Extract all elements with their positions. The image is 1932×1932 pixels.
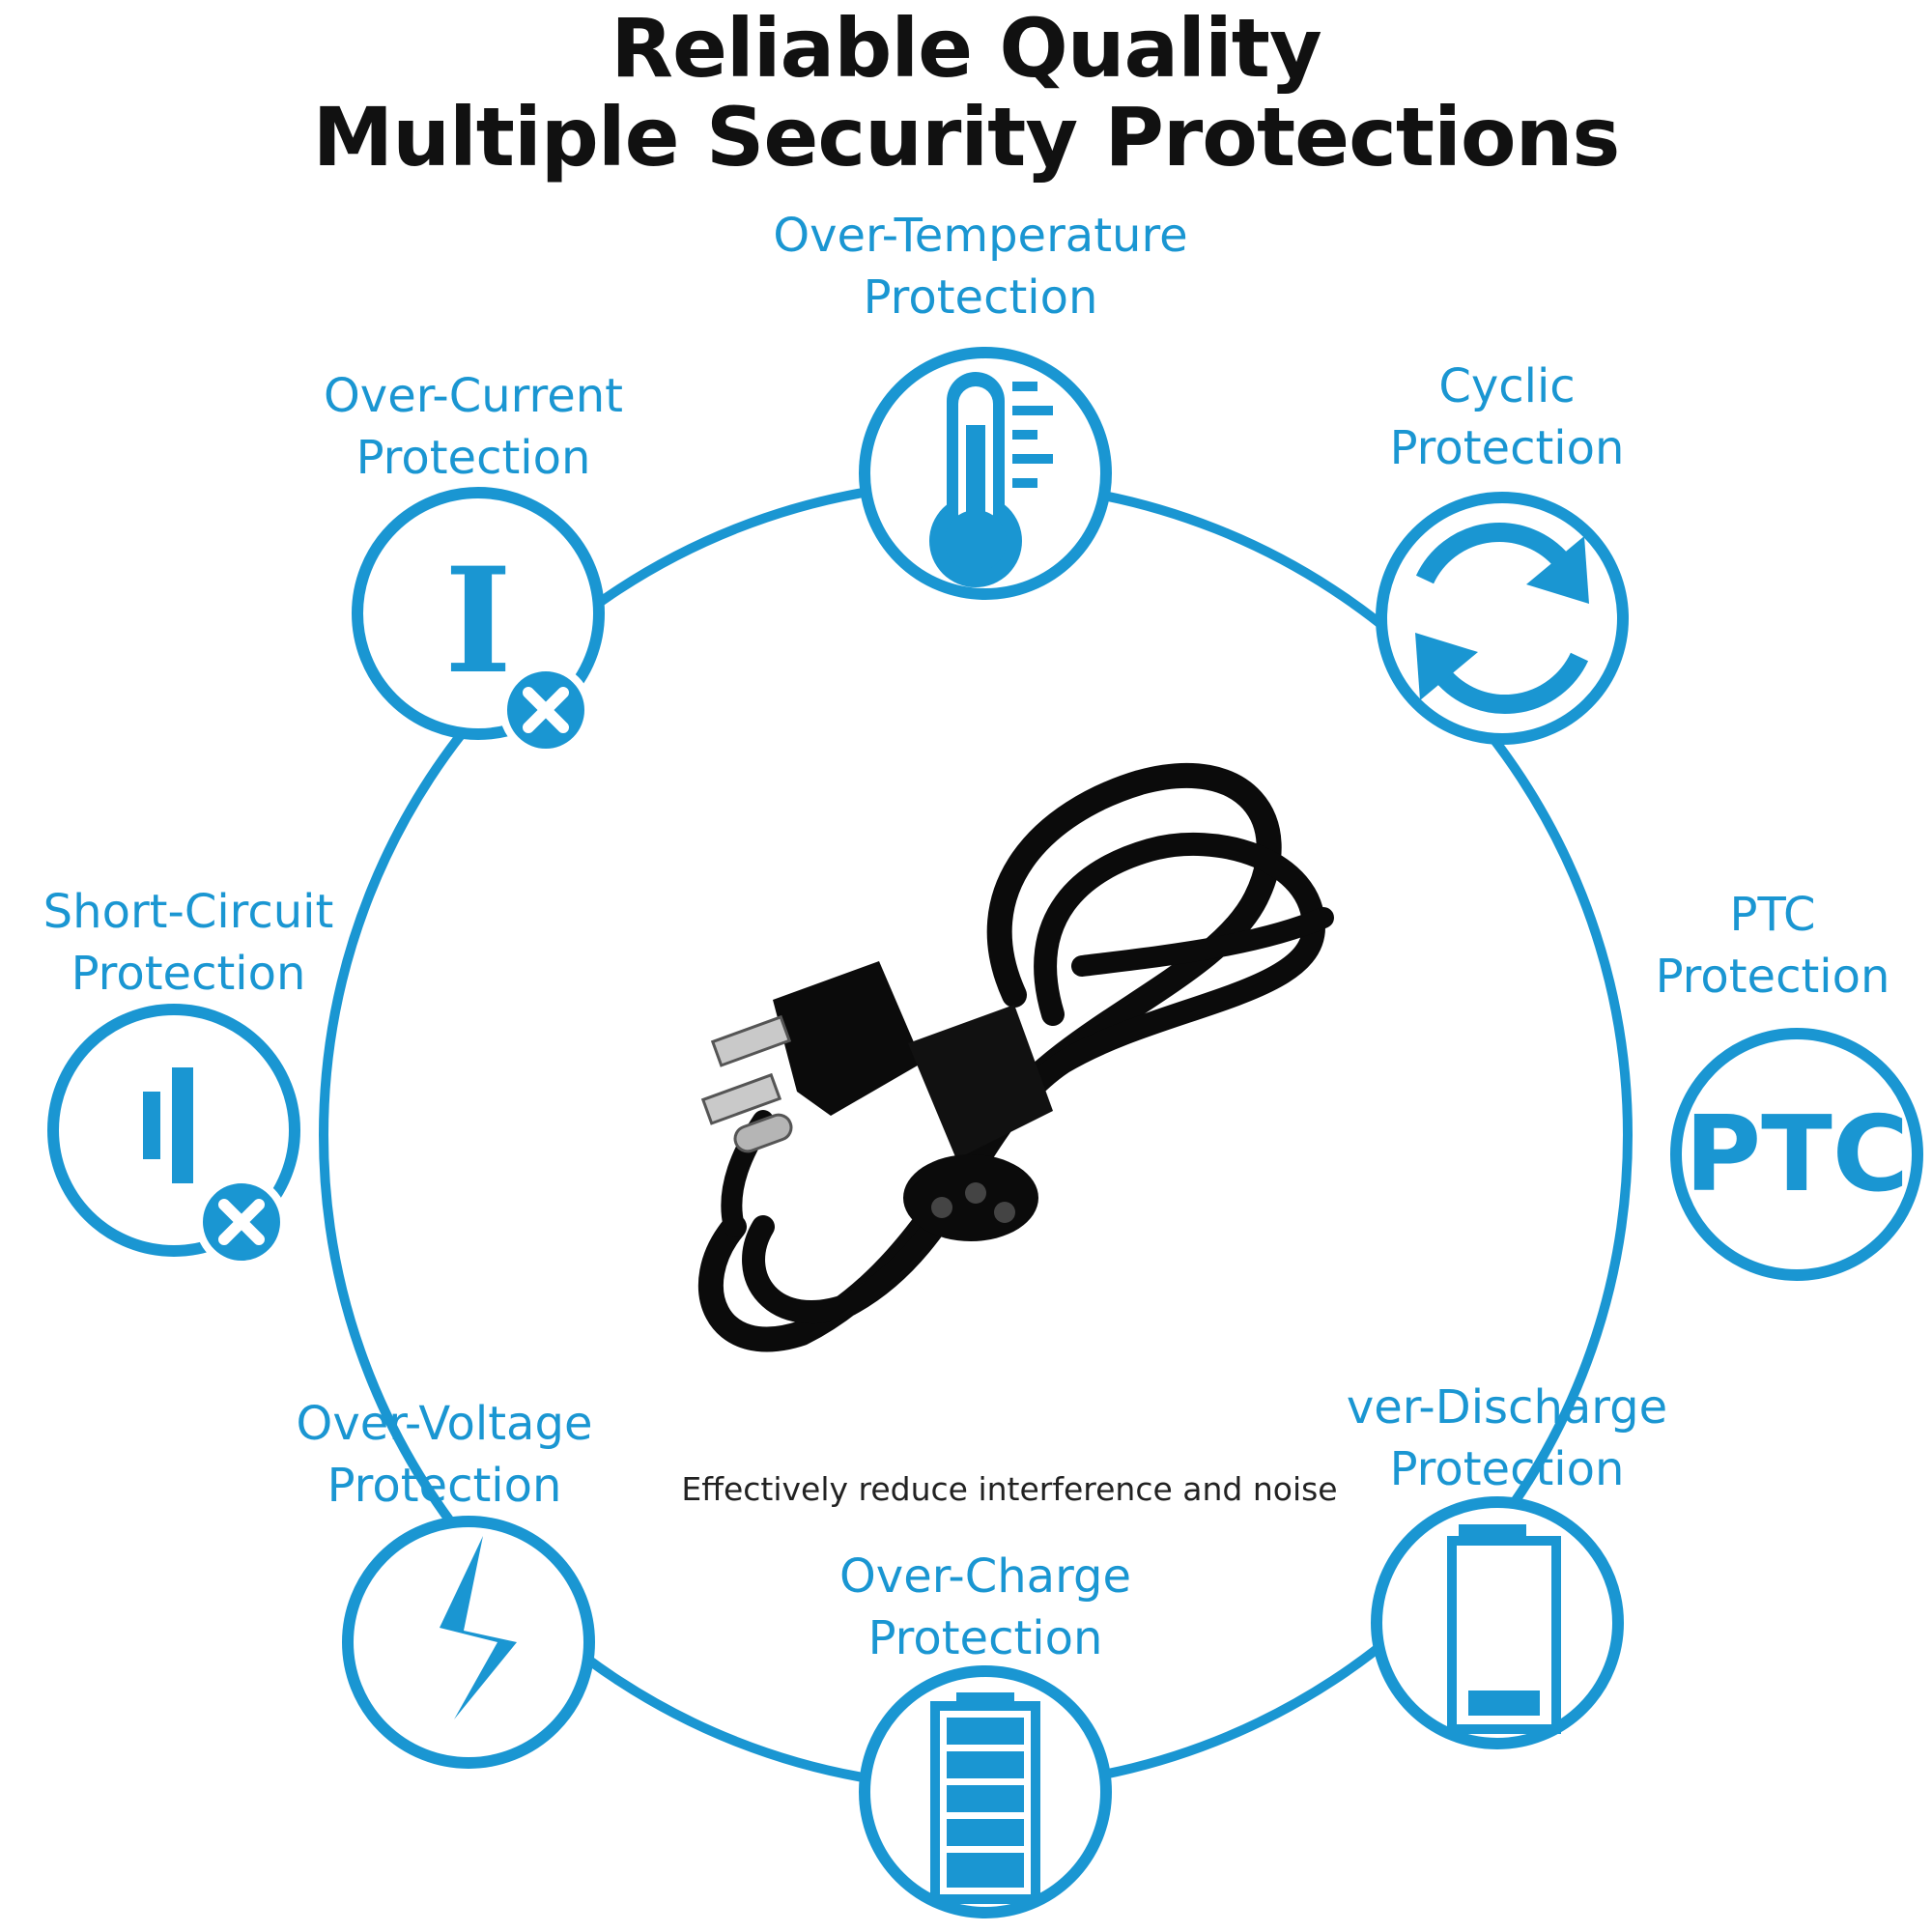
label-line-1: Over-Temperature xyxy=(773,209,1188,263)
label-line-2: Protection xyxy=(867,1611,1103,1665)
label-line-1: Over-Charge xyxy=(839,1549,1131,1604)
title-line-2: Multiple Security Protections xyxy=(312,90,1621,185)
plug-head xyxy=(700,961,923,1153)
label-line-2: Protection xyxy=(71,947,306,1001)
cycle-arrows-icon xyxy=(1415,523,1589,714)
ptc-icon: PTC xyxy=(1685,1094,1909,1215)
ptc-node xyxy=(1670,1028,1923,1281)
label-ptc: PTC Protection xyxy=(1656,884,1890,1008)
short-circuit-icon xyxy=(143,1067,288,1268)
label-line-2: Protection xyxy=(863,270,1098,325)
thermometer-icon xyxy=(929,372,1053,587)
label-line-1: Cyclic xyxy=(1438,359,1576,413)
label-line-2: Protection xyxy=(355,431,591,485)
c5-connector xyxy=(903,1005,1053,1241)
label-line-1: ver-Discharge xyxy=(1346,1380,1668,1435)
label-line-2: Protection xyxy=(1389,1442,1625,1496)
label-line-1: Over-Current xyxy=(324,369,623,423)
label-line-1: PTC xyxy=(1729,888,1816,942)
label-over-discharge: ver-Discharge Protection xyxy=(1347,1377,1667,1500)
label-line-1: Over-Voltage xyxy=(296,1397,593,1451)
over-voltage-node xyxy=(342,1516,595,1769)
empty-battery-icon xyxy=(1447,1524,1561,1734)
label-over-charge: Over-Charge Protection xyxy=(839,1546,1131,1669)
center-caption: Effectively reduce interference and nois… xyxy=(681,1470,1338,1508)
label-over-voltage: Over-Voltage Protection xyxy=(297,1393,593,1517)
label-line-1: Short-Circuit xyxy=(43,885,334,939)
label-over-temperature: Over-Temperature Protection xyxy=(773,205,1187,328)
full-battery-icon xyxy=(930,1692,1040,1904)
title-line-1: Reliable Quality xyxy=(611,1,1321,96)
power-cord-icon xyxy=(698,762,1334,1352)
current-x-icon: I xyxy=(444,536,592,756)
label-line-2: Protection xyxy=(1655,950,1890,1004)
label-cyclic: Cyclic Protection xyxy=(1390,355,1625,479)
label-over-current: Over-Current Protection xyxy=(324,365,623,489)
label-line-2: Protection xyxy=(327,1459,562,1513)
svg-text:I: I xyxy=(444,536,512,706)
label-short-circuit: Short-Circuit Protection xyxy=(43,881,334,1005)
label-line-2: Protection xyxy=(1389,421,1625,475)
lightning-icon xyxy=(440,1536,517,1719)
